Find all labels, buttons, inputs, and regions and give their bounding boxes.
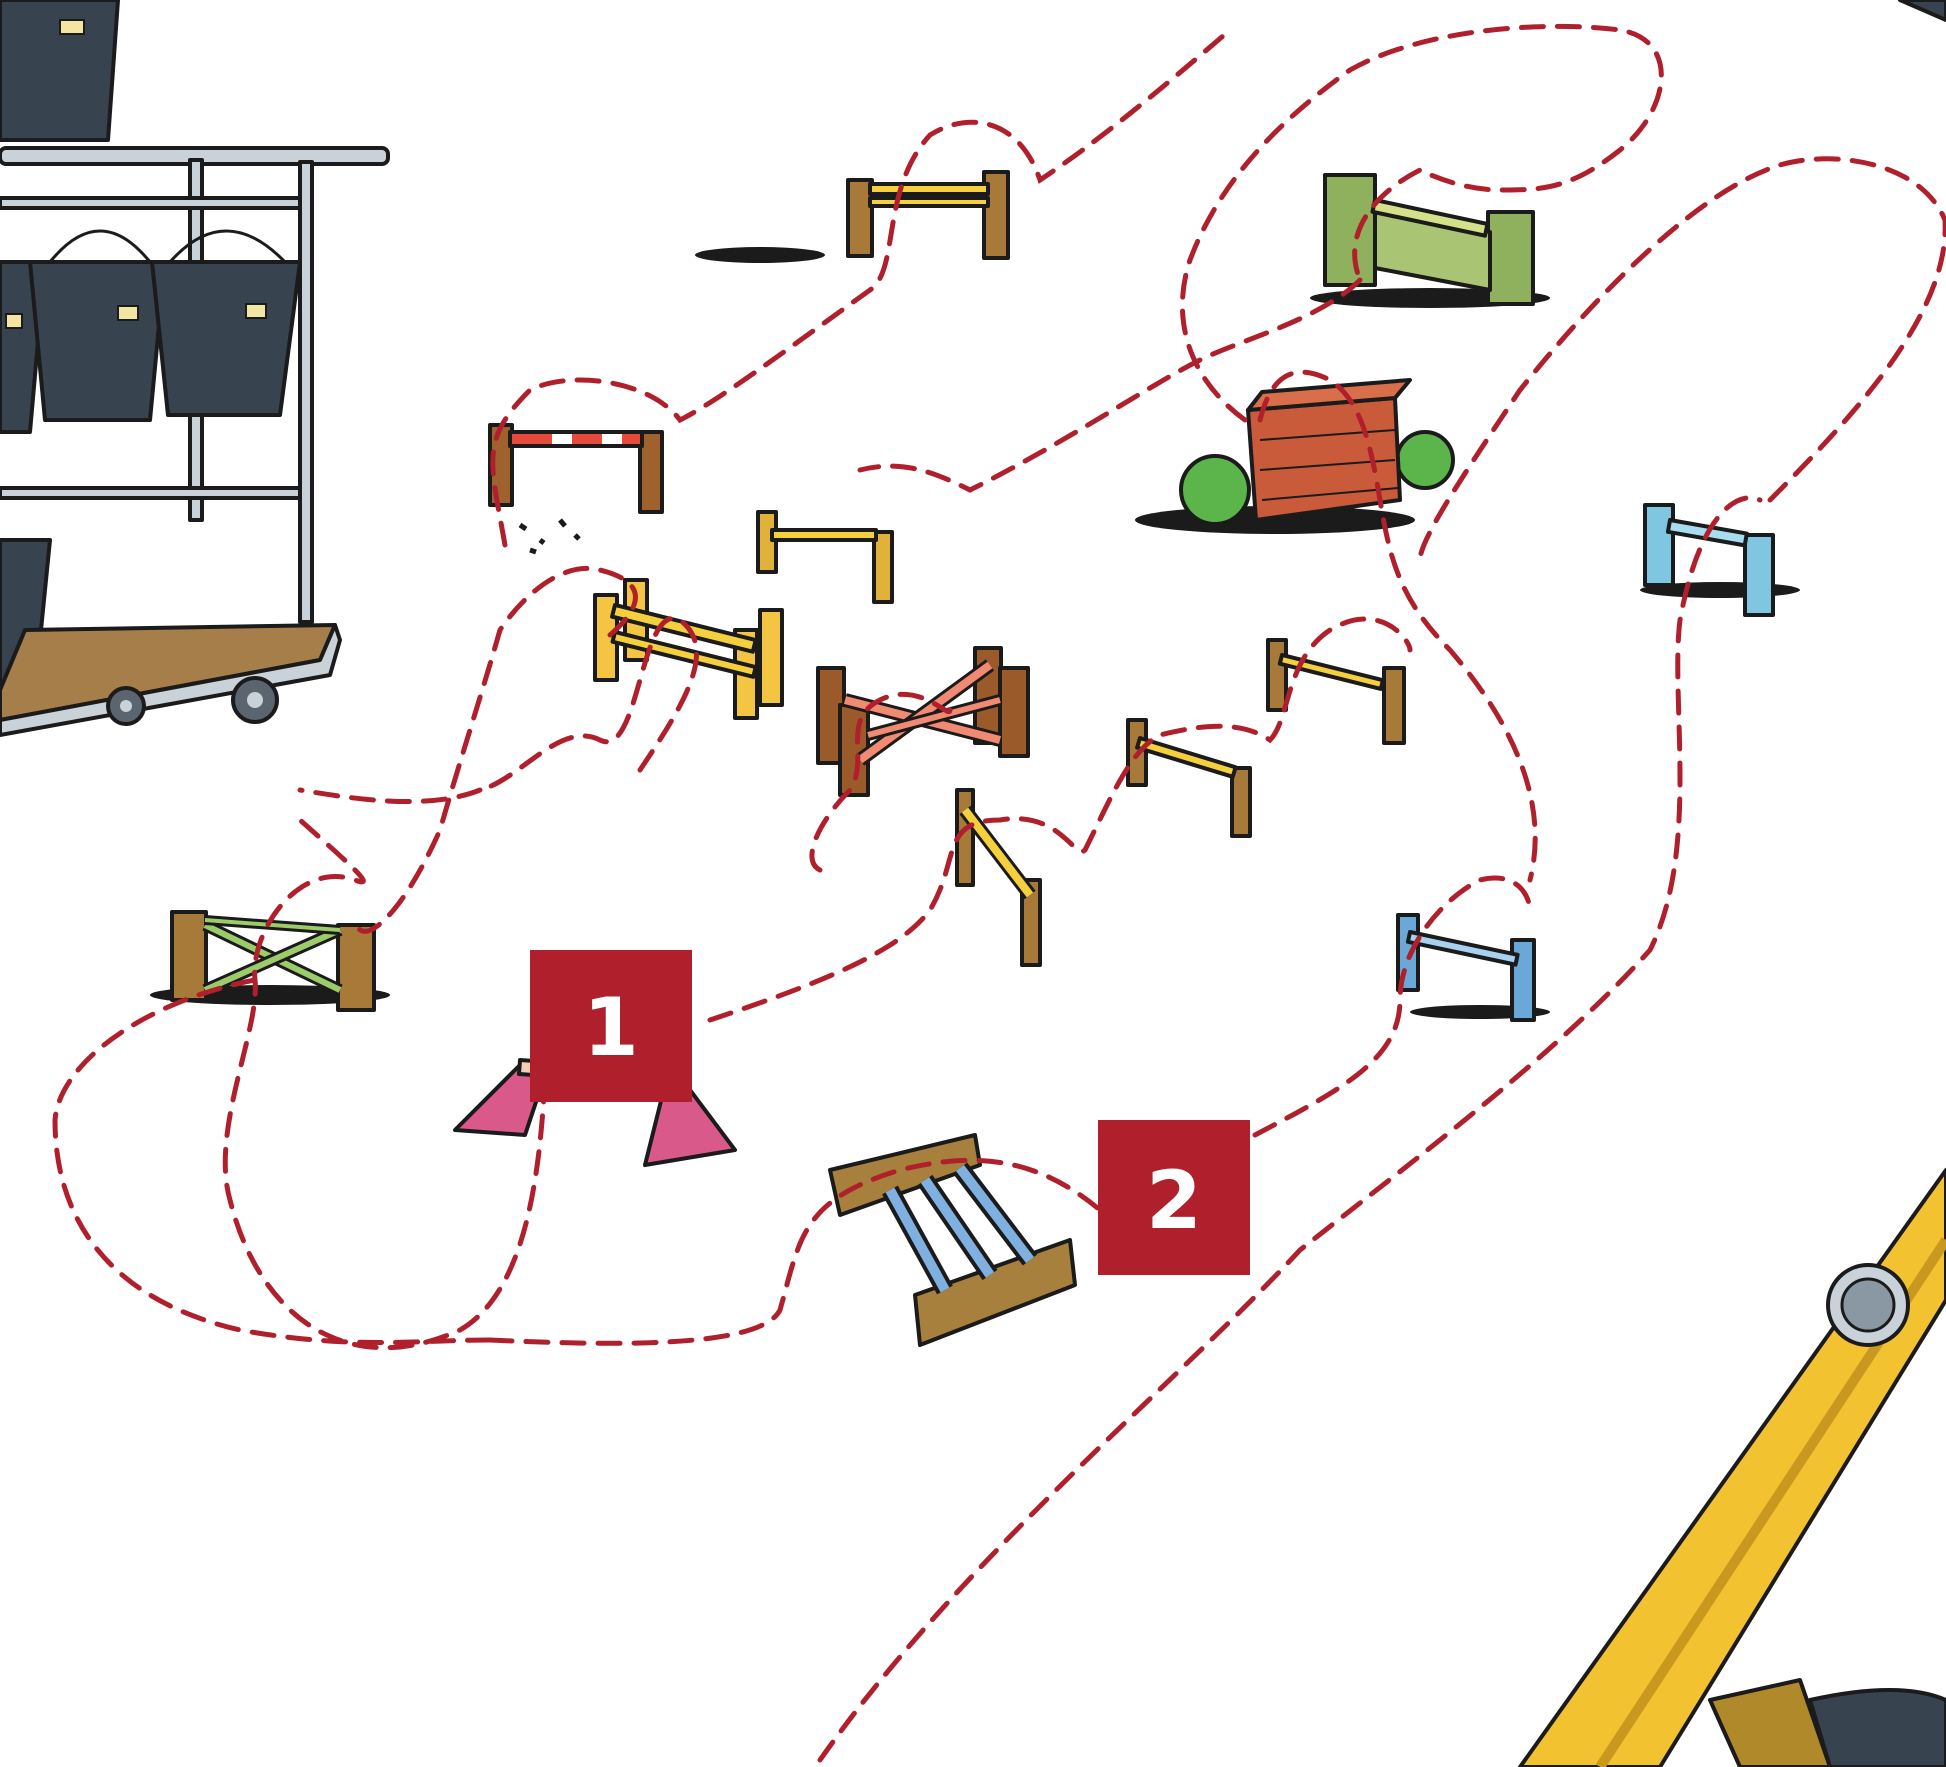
cross-rail-red xyxy=(818,648,1028,795)
rail-fence-blue xyxy=(1640,505,1800,615)
rail-fence-yellow-center xyxy=(1128,720,1250,836)
crane-arm xyxy=(1520,0,1946,1767)
rail-fence-blue-small xyxy=(1398,915,1550,1020)
cross-rail-green xyxy=(150,912,390,1010)
course-marker-2: 2 xyxy=(1098,1120,1250,1275)
hay-box-jump xyxy=(830,1135,1075,1345)
rail-fence-yellow-black-small xyxy=(758,512,892,602)
wall-jump-green xyxy=(1310,175,1550,308)
rail-fence-red-white xyxy=(490,425,662,552)
bucket-cart xyxy=(0,0,388,735)
oxer-yellow-black xyxy=(595,580,782,718)
rail-fence-yellow xyxy=(695,172,1008,263)
course-marker-1: 1 xyxy=(530,950,692,1102)
course-route xyxy=(55,26,1945,1760)
marker-1-label: 1 xyxy=(583,981,639,1074)
rail-fence-yellow-diagonal xyxy=(957,790,1040,965)
marker-2-label: 2 xyxy=(1146,1154,1202,1247)
brick-wall-jump xyxy=(1135,380,1453,534)
